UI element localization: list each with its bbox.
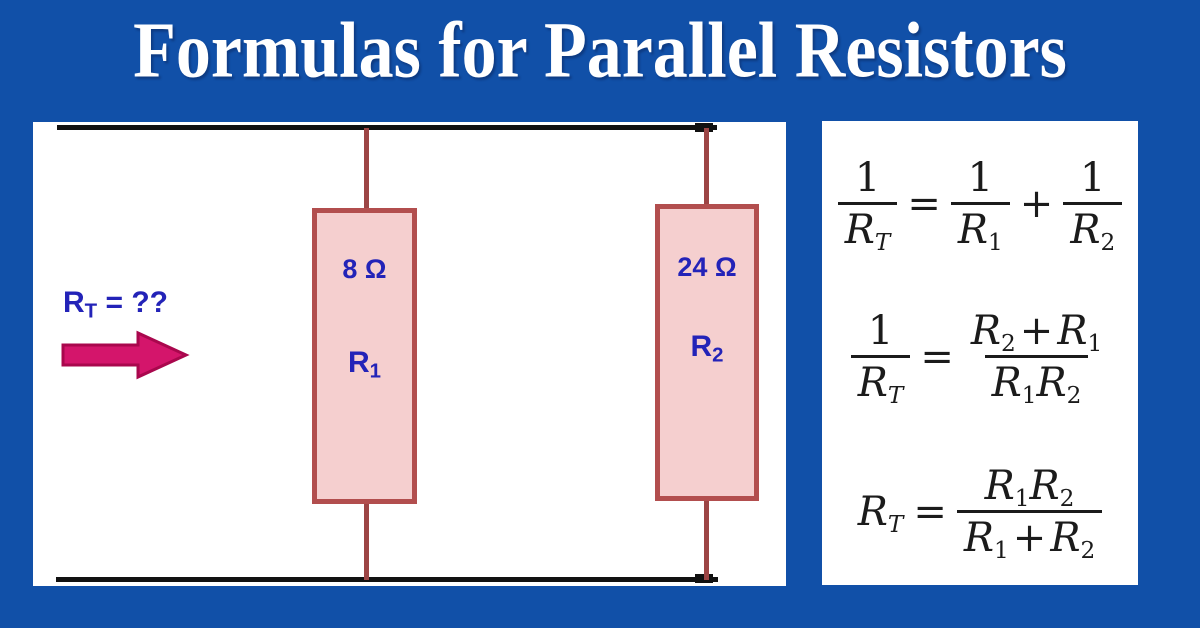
math-subscript: 2 xyxy=(1059,484,1075,512)
resistor2-top-lead xyxy=(704,128,709,206)
total-resistance-question: RT = ?? xyxy=(63,286,168,324)
math-symbol: R xyxy=(991,360,1022,406)
numerator: R1R2 xyxy=(978,463,1082,510)
math-subscript: 1 xyxy=(994,536,1009,564)
math-subscript: 1 xyxy=(988,228,1003,256)
resistor2-bottom-lead xyxy=(704,498,709,580)
resistor-r2-label-base: R xyxy=(690,330,713,363)
resistor-r1-body xyxy=(312,208,417,504)
equals-sign: = xyxy=(920,334,954,380)
math-subscript: T xyxy=(887,381,904,409)
numerator: 1 xyxy=(867,308,894,354)
math-subscript: 2 xyxy=(1001,329,1016,357)
resistor1-top-lead xyxy=(364,128,369,210)
denominator: RT xyxy=(837,202,898,256)
math-subscript: 1 xyxy=(1087,329,1103,357)
resistor-r1-label-base: R xyxy=(347,346,370,379)
rt-base: R xyxy=(63,286,85,319)
math-symbol: R xyxy=(857,489,888,535)
page-title: Formulas for Parallel Resistors xyxy=(133,7,1067,95)
rt-sub: T xyxy=(84,300,98,323)
resistor-r1-label-sub: 1 xyxy=(369,360,381,383)
fraction-sum-over-product: R2+R1 R1R2 xyxy=(964,308,1109,409)
equals-sign: = xyxy=(913,489,947,535)
math-symbol: R xyxy=(1070,207,1101,253)
math-symbol: R xyxy=(984,463,1015,509)
math-symbol: R xyxy=(963,515,995,561)
resistor-r2-value: 24 Ω xyxy=(677,252,737,282)
numerator: 1 xyxy=(967,155,994,201)
math-subscript: 1 xyxy=(1021,381,1037,409)
fraction-one-over-rt: 1 RT xyxy=(837,155,898,256)
resistor-r1-value: 8 Ω xyxy=(342,254,387,284)
math-symbol: R xyxy=(1050,515,1081,561)
denominator: RT xyxy=(850,355,911,409)
plus-sign: + xyxy=(1019,308,1054,354)
math-symbol: R xyxy=(1036,360,1067,406)
math-subscript: T xyxy=(887,510,904,538)
fraction-product-over-sum: R1R2 R1+R2 xyxy=(956,463,1103,564)
denominator: R1 xyxy=(950,202,1010,256)
math-subscript: T xyxy=(874,228,891,256)
numerator: R2+R1 xyxy=(964,308,1109,355)
math-symbol: R xyxy=(957,207,989,253)
resistor-r2-label: R2 xyxy=(655,330,759,368)
denominator: R1+R2 xyxy=(956,510,1103,564)
fraction-one-over-r1: 1 R1 xyxy=(950,155,1010,256)
bottom-bus-wire xyxy=(56,577,718,582)
equals-sign: = xyxy=(907,181,941,227)
top-bus-wire xyxy=(57,125,717,130)
denominator: R1R2 xyxy=(984,355,1089,409)
circuit-diagram-panel: 8 Ω R1 24 Ω R2 RT = ?? xyxy=(33,122,786,586)
math-subscript: 2 xyxy=(1080,536,1096,564)
formulas-panel: 1 RT = 1 R1 + 1 R2 1 RT = R2+R1 R1R2 xyxy=(822,121,1138,585)
denominator: R2 xyxy=(1063,202,1123,256)
resistor-r1-label: R1 xyxy=(312,346,417,384)
math-symbol: R xyxy=(857,360,888,406)
resistor-r2-label-sub: 2 xyxy=(712,344,724,367)
current-direction-arrow-icon xyxy=(61,330,190,380)
fraction-one-over-rt: 1 RT xyxy=(850,308,911,409)
math-symbol: R xyxy=(1029,463,1060,509)
numerator: 1 xyxy=(1080,155,1106,201)
rt-suffix: = ?? xyxy=(97,286,168,319)
math-symbol: R xyxy=(970,308,1002,354)
plus-sign: + xyxy=(1012,515,1047,561)
resistor-r2-body xyxy=(655,204,759,501)
math-symbol: R xyxy=(844,207,875,253)
math-subscript: 2 xyxy=(1100,228,1116,256)
math-subscript: 1 xyxy=(1014,484,1030,512)
rt-term: RT xyxy=(857,489,904,538)
resistor1-bottom-lead xyxy=(364,500,369,580)
top-junction-node xyxy=(695,123,713,132)
formula-product-over-sum: RT = R1R2 R1+R2 xyxy=(822,441,1138,583)
plus-sign: + xyxy=(1019,181,1054,227)
formula-combined-reciprocal: 1 RT = R2+R1 R1R2 xyxy=(822,283,1138,431)
numerator: 1 xyxy=(854,155,881,201)
formula-reciprocal-sum: 1 RT = 1 R1 + 1 R2 xyxy=(822,133,1138,275)
fraction-one-over-r2: 1 R2 xyxy=(1063,155,1123,256)
math-symbol: R xyxy=(1057,308,1088,354)
math-subscript: 2 xyxy=(1066,381,1082,409)
